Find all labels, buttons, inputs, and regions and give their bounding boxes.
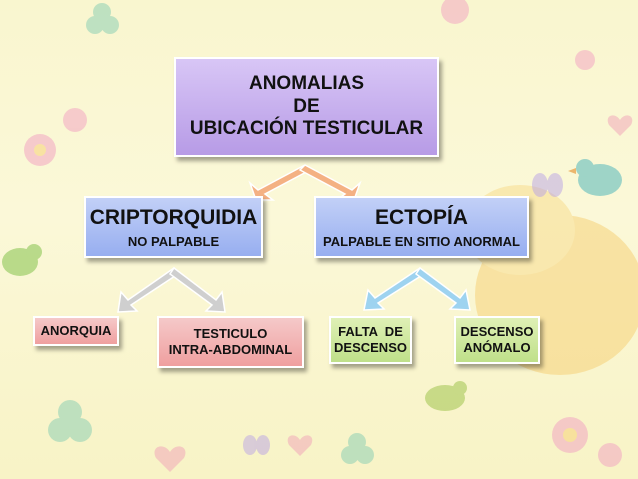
descenso-line-2: ANÓMALO (463, 340, 531, 355)
butterfly-icon (243, 173, 563, 455)
anorquia-node: ANORQUIA (33, 316, 119, 346)
anorquia-label: ANORQUIA (40, 323, 112, 339)
falta-line-1: FALTA DE (338, 324, 403, 340)
criptorquidia-node: CRIPTORQUIDIA NO PALPABLE (84, 196, 263, 258)
criptorquidia-title: CRIPTORQUIDIA (89, 205, 258, 229)
falta-de-descenso-node: FALTA DE DESCENSO (329, 316, 412, 364)
bird-icon (568, 159, 622, 196)
arrow-criptorquidia-to-testiculo (168, 266, 226, 313)
ectopia-node: ECTOPÍA PALPABLE EN SITIO ANORMAL (314, 196, 529, 258)
arrow-ectopia-to-descenso (414, 266, 471, 311)
heart-icon (154, 115, 633, 472)
root-line-1: ANOMALIAS (248, 72, 365, 94)
arrow-root-to-criptorquidia (248, 164, 312, 201)
arrow-criptorquidia-to-anorquia (117, 266, 180, 313)
bird-icon (425, 381, 467, 411)
flower-icon (24, 0, 622, 467)
root-line-3: UBICACIÓN TESTICULAR (189, 118, 424, 140)
root-node: ANOMALIAS DE UBICACIÓN TESTICULAR (174, 57, 439, 157)
arrow-ectopia-to-falta (363, 266, 426, 311)
ectopia-title: ECTOPÍA (375, 205, 468, 229)
bird-icon (2, 244, 42, 276)
falta-line-2: DESCENSO (334, 340, 407, 355)
clover-icon (48, 3, 374, 464)
arrow-root-to-ectopia (298, 164, 362, 201)
testiculo-line-2: INTRA-ABDOMINAL (168, 342, 293, 357)
descenso-anomalo-node: DESCENSO ANÓMALO (454, 316, 540, 364)
testiculo-intra-abdominal-node: TESTICULO INTRA-ABDOMINAL (157, 316, 304, 368)
descenso-line-1: DESCENSO (460, 324, 534, 340)
ectopia-subtitle: PALPABLE EN SITIO ANORMAL (323, 233, 520, 249)
criptorquidia-subtitle: NO PALPABLE (127, 233, 220, 249)
testiculo-line-1: TESTICULO (193, 326, 268, 342)
root-line-2: DE (293, 95, 320, 117)
